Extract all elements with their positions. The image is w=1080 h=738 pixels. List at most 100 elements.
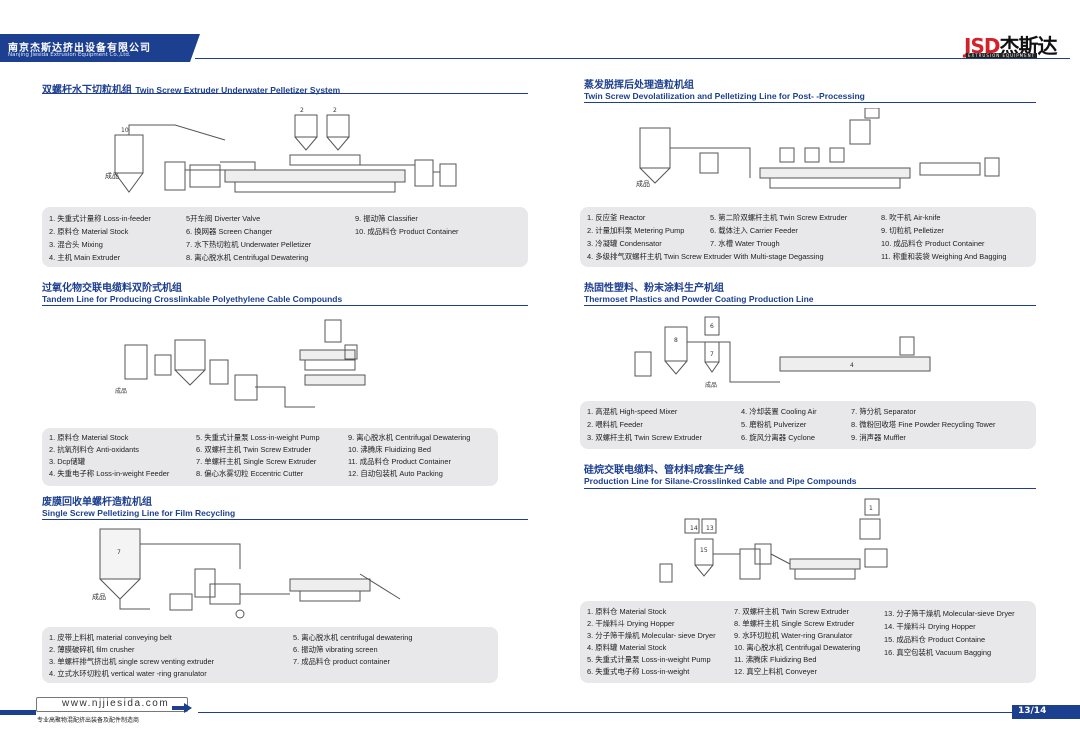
legend-item: 9. 水环切粒机 Water-ring Granulator xyxy=(734,631,853,640)
section-divider xyxy=(584,305,1036,306)
legend-item: 8. 微粉回收塔 Fine Powder Recycling Tower xyxy=(851,420,996,429)
product-label: 成品 xyxy=(705,381,717,389)
legend-item: 9. 离心脱水机 Centrifugal Dewatering xyxy=(348,433,471,442)
section-title-en: Twin Screw Devolatilization and Pelletiz… xyxy=(584,91,865,101)
svg-text:6: 6 xyxy=(710,323,714,330)
section-title-devolatilization: 蒸发脱挥后处理造粒机组 Twin Screw Devolatilization … xyxy=(584,80,865,102)
legend-item: 4. 主机 Main Extruder xyxy=(49,253,121,262)
legend-item: 10. 离心脱水机 Centrifugal Dewatering xyxy=(734,643,861,652)
legend-underwater-pelletizer: 1. 失重式计量称 Loss-in-feeder 2. 原料仓 Material… xyxy=(42,207,528,267)
legend-item: 5. 离心脱水机 centrifugal dewatering xyxy=(293,633,413,642)
svg-text:2: 2 xyxy=(333,107,337,114)
legend-item: 6. 旋风分离器 Cyclone xyxy=(741,433,815,442)
legend-item: 11. 沸腾床 Fluidizing Bed xyxy=(734,655,817,664)
legend-item: 7. 水下热切粒机 Underwater Pelletizer xyxy=(186,240,312,249)
legend-item: 6. 振动筛 vibrating screen xyxy=(293,645,378,654)
legend-item: 14. 干燥料斗 Drying Hopper xyxy=(884,622,976,631)
legend-item: 4. 冷却装置 Cooling Air xyxy=(741,407,817,416)
product-label: 成品 xyxy=(115,387,127,395)
svg-text:2: 2 xyxy=(300,107,304,114)
section-title-cn: 双螺杆水下切粒机组 xyxy=(42,85,132,96)
legend-item: 2. 抗氧剂料仓 Anti-oxidants xyxy=(49,445,139,454)
legend-item: 11. 称重和装袋 Weighing And Bagging xyxy=(881,252,1007,261)
section-title-en: Production Line for Silane-Crosslinked C… xyxy=(584,476,857,486)
section-title-thermoset-powder: 热固性塑料、粉末涂料生产机组 Thermoset Plastics and Po… xyxy=(584,283,814,305)
legend-item: 6. 双螺杆主机 Twin Screw Extruder xyxy=(196,445,311,454)
legend-item: 4. 立式水环切粒机 vertical water -ring granulat… xyxy=(49,669,207,678)
diagram-thermoset-powder: 8 6 7 4 成品 xyxy=(630,312,950,389)
legend-item: 3. Dcp储罐 xyxy=(49,457,86,466)
legend-item: 1. 皮带上料机 material conveying belt xyxy=(49,633,172,642)
section-title-cn: 过氧化物交联电缆料双阶式机组 xyxy=(42,283,182,294)
section-title-cn: 蒸发脱挥后处理造粒机组 xyxy=(584,80,694,91)
legend-item: 9. 消声器 Muffler xyxy=(851,433,906,442)
legend-silane-crosslinked: 1. 原料仓 Material Stock 2. 干燥料斗 Drying Hop… xyxy=(580,601,1036,683)
svg-text:10: 10 xyxy=(121,127,129,134)
legend-item: 2. 计量加料泵 Metering Pump xyxy=(587,226,685,235)
footer-divider xyxy=(198,712,1013,713)
legend-item: 16. 真空包装机 Vacuum Bagging xyxy=(884,648,992,657)
diagram-underwater-pelletizer: 10 2 2 成品 xyxy=(105,107,505,200)
footer-slogan: 专业高聚物混配挤出装备及配件制造商 xyxy=(37,717,140,724)
svg-text:1: 1 xyxy=(869,505,873,512)
legend-item: 10. 成品料仓 Product Container xyxy=(881,239,985,248)
section-title-silane-crosslinked: 硅烷交联电缆料、管材料成套生产线 Production Line for Sil… xyxy=(584,465,857,487)
legend-item: 1. 高混机 High-speed Mixer xyxy=(587,407,678,416)
legend-item: 1. 反应釜 Reactor xyxy=(587,213,646,222)
legend-crosslinkable-pe: 1. 原料仓 Material Stock 2. 抗氧剂料仓 Anti-oxid… xyxy=(42,428,498,486)
legend-film-recycling: 1. 皮带上料机 material conveying belt 2. 薄膜破碎… xyxy=(42,627,498,683)
legend-item: 8. 单螺杆主机 Single Screw Extruder xyxy=(734,619,855,628)
page-number: 13/14 xyxy=(1018,706,1047,716)
legend-item: 7. 双螺杆主机 Twin Screw Extruder xyxy=(734,607,849,616)
legend-item: 10. 成品料仓 Product Container xyxy=(355,227,459,236)
website-link[interactable]: www.njjiesida.com xyxy=(62,698,170,709)
section-title-en: Thermoset Plastics and Powder Coating Pr… xyxy=(584,294,814,304)
legend-item: 3. 冷凝罐 Condensator xyxy=(587,239,662,248)
legend-item: 3. 分子筛干燥机 Molecular- sieve Dryer xyxy=(587,631,716,640)
company-name-en: Nanjing Jiesida Extrusion Equipment Co.,… xyxy=(8,52,131,58)
legend-item: 9. 切粒机 Pelletizer xyxy=(881,226,944,235)
legend-item: 10. 沸腾床 Fluidizing Bed xyxy=(348,445,431,454)
svg-text:15: 15 xyxy=(700,547,708,554)
legend-item: 1. 原料仓 Material Stock xyxy=(49,433,129,442)
page-number-box xyxy=(1012,705,1080,719)
legend-item: 7. 水槽 Water Trough xyxy=(710,239,780,248)
company-name-cn: 南京杰斯达挤出设备有限公司 xyxy=(8,43,151,54)
legend-item: 4. 多级排气双螺杆主机 Twin Screw Extruder With Mu… xyxy=(587,252,824,261)
legend-item: 11. 成品料仓 Product Container xyxy=(348,457,451,466)
website-link-box[interactable] xyxy=(36,697,188,712)
legend-item: 6. 失重式电子称 Loss-in-weight xyxy=(587,667,690,676)
legend-item: 2. 干燥料斗 Drying Hopper xyxy=(587,619,675,628)
legend-item: 8. 吹干机 Air-knife xyxy=(881,213,941,222)
legend-item: 12. 真空上料机 Conveyer xyxy=(734,667,817,676)
legend-item: 8. 离心脱水机 Centrifugal Dewatering xyxy=(186,253,309,262)
legend-item: 6. 载体注入 Carrier Feeder xyxy=(710,226,798,235)
svg-text:8: 8 xyxy=(674,337,678,344)
svg-text:4: 4 xyxy=(850,362,854,369)
section-title-cn: 硅烷交联电缆料、管材料成套生产线 xyxy=(584,465,744,476)
section-title-underwater-pelletizer: 双螺杆水下切粒机组 Twin Screw Extruder Underwater… xyxy=(42,81,340,96)
legend-item: 7. 筛分机 Separator xyxy=(851,407,916,416)
product-label: 成品 xyxy=(636,179,650,188)
diagram-film-recycling: 7 成品 xyxy=(92,524,420,624)
svg-text:13: 13 xyxy=(706,525,714,532)
legend-item: 5. 磨粉机 Pulverizer xyxy=(741,420,807,429)
legend-item: 6. 换网器 Screen Changer xyxy=(186,227,273,236)
legend-item: 3. 双螺杆主机 Twin Screw Extruder xyxy=(587,433,702,442)
legend-item: 1. 原料仓 Material Stock xyxy=(587,607,667,616)
section-title-en: Twin Screw Extruder Underwater Pelletize… xyxy=(135,85,341,95)
section-title-en: Single Screw Pelletizing Line for Film R… xyxy=(42,508,236,518)
legend-item: 3. 单螺杆排气挤出机 single screw venting extrude… xyxy=(49,657,215,666)
diagram-crosslinkable-pe: 成品 xyxy=(115,315,385,415)
svg-text:7: 7 xyxy=(117,549,121,556)
legend-item: 15. 成品料仓 Product Containe xyxy=(884,635,986,644)
legend-item: 7. 成品料仓 product container xyxy=(293,657,390,666)
product-label: 成品 xyxy=(92,592,106,601)
footer-bar-left xyxy=(0,710,36,715)
logo-subtitle: EXTRUSION EQUIPMENT xyxy=(966,53,1038,58)
legend-item: 2. 薄膜破碎机 film crusher xyxy=(49,645,135,654)
product-label: 成品 xyxy=(105,171,119,180)
legend-item: 7. 单螺杆主机 Single Screw Extruder xyxy=(196,457,317,466)
legend-item: 13. 分子筛干燥机 Molecular-sieve Dryer xyxy=(884,609,1015,618)
legend-item: 4. 原料罐 Material Stock xyxy=(587,643,667,652)
